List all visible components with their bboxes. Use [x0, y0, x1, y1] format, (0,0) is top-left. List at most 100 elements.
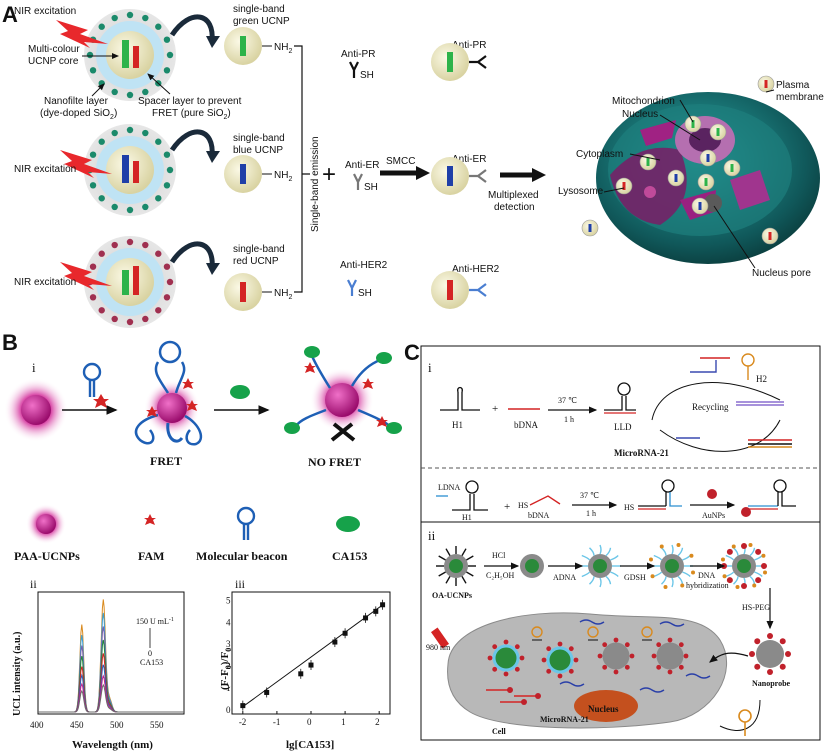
- nh2-label: NH2 NH2 NH2: [262, 42, 292, 301]
- molecular-beacon-icon: [82, 362, 102, 397]
- spectrum-ylabel: UCL intensity (a.u.): [12, 632, 23, 716]
- sub-i-label: i: [32, 360, 36, 375]
- legend-label: FAM: [138, 549, 164, 563]
- legend-molecular-beacon-icon: [236, 506, 256, 540]
- dye-dot: [163, 294, 171, 301]
- dye-dot: [111, 88, 118, 96]
- microrna-strand: [639, 687, 665, 693]
- antibody-label: Anti-PR: [341, 49, 375, 60]
- dye-dot: [155, 23, 162, 30]
- h1-ldna-icon: [436, 480, 488, 511]
- svg-text:Cell: Cell: [492, 727, 507, 736]
- dye-dot: [163, 151, 171, 158]
- spectrum-curve: [38, 683, 184, 713]
- panel-a-letter: A: [2, 2, 18, 27]
- svg-text:1 h: 1 h: [564, 415, 574, 424]
- spectrum-plot: UCL intensity (a.u.) Wavelength (nm) 400…: [12, 591, 185, 751]
- dye-dot: [155, 138, 162, 145]
- calib-xtick: 0: [307, 717, 312, 727]
- svg-text:LLD: LLD: [614, 422, 632, 432]
- legend-label: PAA-UCNPs: [14, 549, 80, 563]
- svg-text:37 ℃: 37 ℃: [558, 396, 577, 405]
- multicolour-ucnp-particle-row3: [84, 236, 176, 328]
- panel-b-letter: B: [2, 330, 18, 355]
- emission-bar: [447, 52, 453, 72]
- dye-dot: [98, 23, 105, 30]
- nanoprobe-in-cell: [546, 646, 574, 674]
- dye-dot: [89, 182, 97, 189]
- nucleus-shape: [574, 690, 638, 722]
- emission-bar: [240, 36, 246, 56]
- conjugate-label: Anti-HER2: [452, 264, 500, 275]
- sh-label: SH: [364, 182, 378, 193]
- bracket: [294, 45, 310, 293]
- svg-text:550: 550: [150, 720, 164, 730]
- calib-xtick: -1: [273, 717, 281, 727]
- svg-text:AuNPs: AuNPs: [702, 511, 725, 520]
- svg-text:Cytoplasm: Cytoplasm: [576, 149, 623, 160]
- dye-dot: [89, 151, 97, 158]
- antibody-label: Anti-HER2: [340, 260, 388, 271]
- nanoprobe-in-cell: [492, 644, 520, 672]
- multiplexed-label: detection: [494, 202, 535, 213]
- bead-label: single-band: [233, 133, 285, 144]
- svg-text:bDNA: bDNA: [514, 420, 538, 430]
- calib-xtick: 2: [375, 717, 380, 727]
- svg-text:0: 0: [148, 649, 152, 658]
- svg-text:membrane: membrane: [776, 92, 824, 103]
- antibody-icon: [469, 283, 487, 297]
- svg-text:HS: HS: [624, 503, 634, 512]
- bead-label: green UCNP: [233, 16, 290, 27]
- svg-text:980 nm: 980 nm: [426, 643, 451, 652]
- sub-i-label: i: [428, 360, 432, 375]
- single-band-beads: [224, 27, 262, 311]
- cell-labels: Mitochondrion Nucleus Plasma membrane Cy…: [558, 80, 824, 279]
- panel-c-frame: [420, 345, 821, 741]
- nanoprobe-particle: [756, 640, 784, 668]
- curved-arrow: [169, 241, 215, 270]
- curved-arrow: [169, 129, 215, 158]
- sub-ii-label: ii: [30, 577, 37, 591]
- dye-dot: [126, 318, 134, 326]
- dye-dot: [142, 241, 149, 249]
- svg-text:hybridization: hybridization: [686, 581, 729, 590]
- dye-dot: [163, 67, 171, 74]
- arrow-icon: [416, 166, 430, 180]
- dye-dot: [155, 195, 162, 202]
- dye-dot: [111, 14, 118, 22]
- svg-text:Nanoprobe: Nanoprobe: [752, 679, 791, 688]
- conjugate-label: Anti-PR: [452, 40, 486, 51]
- emission-bar: [447, 166, 453, 186]
- dye-dot: [89, 263, 97, 270]
- nir-excitation-label: NIR excitation: [14, 164, 76, 175]
- svg-text:bDNA: bDNA: [528, 511, 550, 520]
- lightning-icon: [60, 150, 112, 178]
- arrow-icon: [532, 168, 546, 182]
- spectrum-curve: [38, 626, 184, 713]
- no-fret-label: NO FRET: [308, 455, 361, 469]
- calib-ytick: 3: [226, 639, 231, 649]
- calib-ytick: 1: [226, 683, 231, 693]
- svg-text:H1: H1: [452, 420, 463, 430]
- h1-hairpin-icon: [440, 386, 480, 411]
- emission-bar: [447, 280, 453, 300]
- antibody-label: Anti-ER: [345, 160, 379, 171]
- svg-text:500: 500: [110, 720, 124, 730]
- legend-label: Molecular beacon: [196, 549, 288, 563]
- svg-text:NH2: NH2: [274, 288, 292, 301]
- dye-dot: [126, 91, 134, 99]
- svg-text:ADNA: ADNA: [553, 573, 576, 582]
- sh-label: SH: [360, 70, 374, 81]
- calib-ytick: 0: [226, 705, 231, 715]
- dye-dot: [155, 250, 162, 257]
- svg-text:GDSH: GDSH: [624, 573, 646, 582]
- microrna-strand: [559, 681, 585, 687]
- nanoprobe-in-cell: [656, 642, 684, 670]
- svg-text:C₂H₅OH: C₂H₅OH: [486, 571, 514, 580]
- svg-text:Mitochondrion: Mitochondrion: [612, 96, 675, 107]
- svg-text:Recycling: Recycling: [692, 402, 729, 412]
- dye-dot: [166, 166, 174, 174]
- dye-dot: [142, 88, 149, 96]
- dye-dot: [98, 307, 105, 314]
